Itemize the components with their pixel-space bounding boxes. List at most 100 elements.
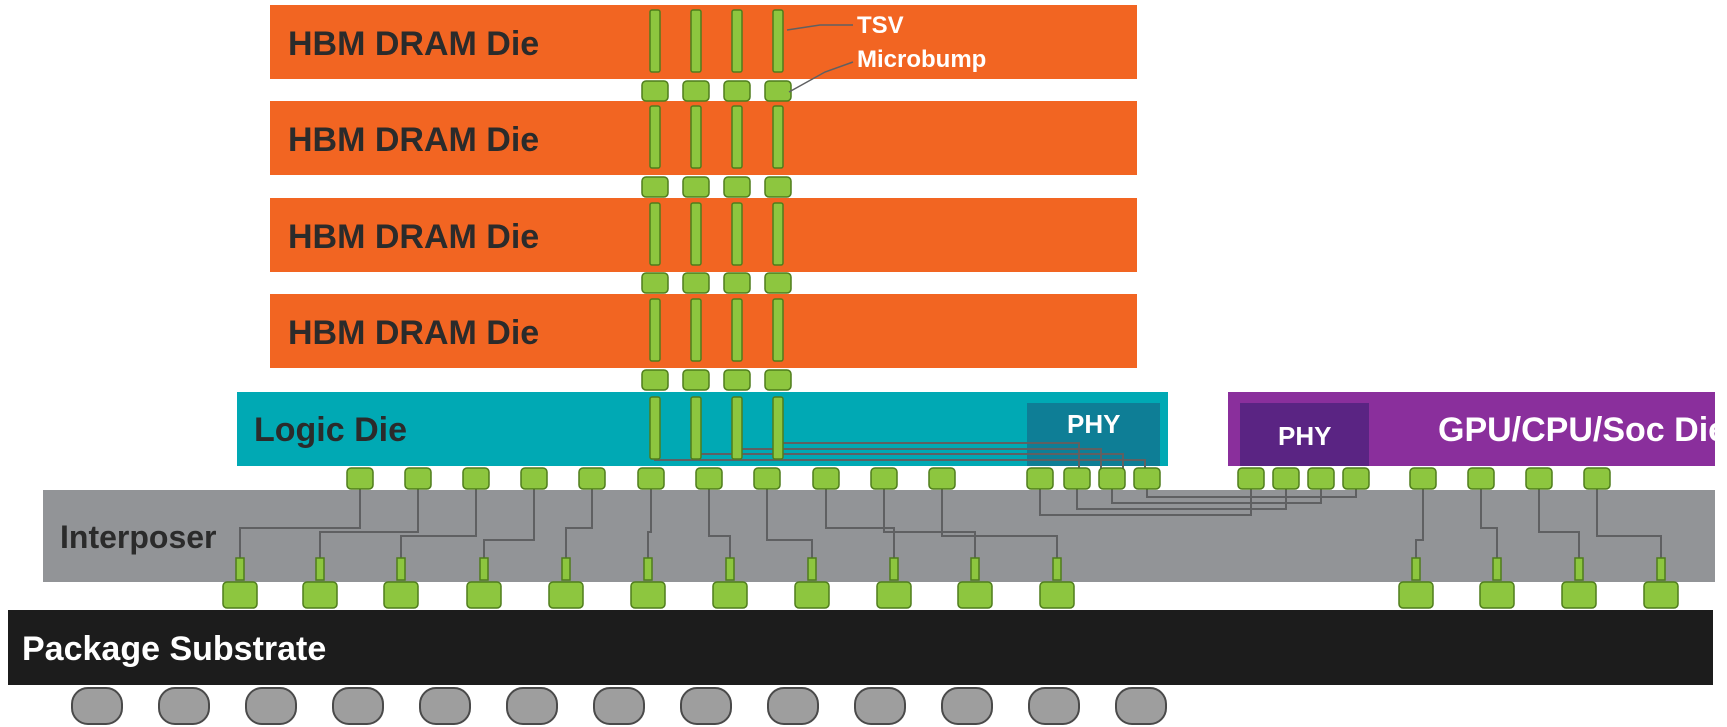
c4-bump: [712, 581, 748, 609]
solder-ball: [419, 687, 471, 725]
microbump: [637, 467, 665, 490]
tsv: [690, 105, 702, 169]
tsv: [649, 9, 661, 73]
solder-ball: [941, 687, 993, 725]
hbm-die-label: HBM DRAM Die: [288, 25, 539, 63]
interposer-trace: [1480, 489, 1498, 558]
solder-ball: [506, 687, 558, 725]
hbm-die: [270, 5, 1137, 79]
interposer-via: [479, 557, 489, 581]
microbump: [1307, 467, 1335, 490]
tsv: [690, 202, 702, 266]
tsv: [649, 396, 661, 460]
microbump: [578, 467, 606, 490]
c4-bump: [1479, 581, 1515, 609]
interposer-trace: [708, 489, 731, 558]
microbump: [812, 467, 840, 490]
tsv: [772, 202, 784, 266]
microbump-leader-line: [788, 61, 854, 93]
microbump: [1098, 467, 1126, 490]
microbump: [723, 176, 751, 198]
c4-bump: [383, 581, 419, 609]
tsv: [731, 396, 743, 460]
microbump: [764, 176, 792, 198]
bump-layer: [222, 80, 1679, 609]
phy-link-trace: [1076, 489, 1287, 510]
interposer-via: [1411, 557, 1421, 581]
interposer-via: [1492, 557, 1502, 581]
tsv: [772, 105, 784, 169]
interposer-via: [970, 557, 980, 581]
microbump: [462, 467, 490, 490]
microbump: [1133, 467, 1161, 490]
tsv: [690, 298, 702, 362]
microbump: [1342, 467, 1370, 490]
microbump: [346, 467, 374, 490]
soc-die-label: GPU/CPU/Soc Die: [1438, 411, 1727, 449]
microbump-callout-label: Microbump: [857, 46, 986, 73]
interposer-via: [315, 557, 325, 581]
logic-phy-label: PHY: [1067, 409, 1120, 439]
hbm-die-label: HBM DRAM Die: [288, 121, 539, 159]
solder-ball: [71, 687, 123, 725]
interposer-via: [396, 557, 406, 581]
tsv-columns: [235, 9, 1666, 581]
solder-ball: [158, 687, 210, 725]
interposer-trace: [1596, 489, 1662, 558]
interposer-via: [725, 557, 735, 581]
interposer-trace: [647, 489, 652, 558]
tsv: [731, 298, 743, 362]
solder-ball: [767, 687, 819, 725]
interposer-via: [807, 557, 817, 581]
hbm-die-stack: [270, 5, 1137, 368]
microbump: [928, 467, 956, 490]
microbump: [1237, 467, 1265, 490]
c4-bump: [876, 581, 912, 609]
microbump: [682, 272, 710, 294]
c4-bump: [1039, 581, 1075, 609]
microbump: [641, 176, 669, 198]
c4-bump: [222, 581, 258, 609]
tsv: [690, 396, 702, 460]
interposer-via: [1574, 557, 1584, 581]
microbump: [695, 467, 723, 490]
tsv: [772, 9, 784, 73]
microbump: [641, 369, 669, 391]
logic-die-label: Logic Die: [254, 411, 407, 449]
microbump: [1583, 467, 1611, 490]
hbm-die-label: HBM DRAM Die: [288, 314, 539, 352]
c4-bump: [1561, 581, 1597, 609]
interposer-trace: [239, 489, 361, 558]
interposer-via: [889, 557, 899, 581]
soc-phy-label: PHY: [1278, 421, 1331, 451]
interposer-trace: [483, 489, 535, 558]
solder-ball: [854, 687, 906, 725]
interposer-via: [1656, 557, 1666, 581]
microbump: [682, 176, 710, 198]
solder-ball: [1028, 687, 1080, 725]
interposer-via: [561, 557, 571, 581]
microbump: [682, 369, 710, 391]
microbump: [764, 80, 792, 102]
soc-phy-block: [1240, 403, 1369, 466]
logic-phy-block: [1027, 403, 1160, 466]
microbump: [764, 369, 792, 391]
microbump: [1026, 467, 1054, 490]
tsv-callout-label: TSV: [857, 12, 904, 39]
microbump: [723, 80, 751, 102]
microbump: [1272, 467, 1300, 490]
interposer-trace: [766, 489, 813, 558]
interposer-via: [1052, 557, 1062, 581]
interposer-trace: [1538, 489, 1580, 558]
hbm-die-label: HBM DRAM Die: [288, 218, 539, 256]
microbump: [1525, 467, 1553, 490]
tsv: [772, 298, 784, 362]
interposer-via: [235, 557, 245, 581]
interposer-via: [643, 557, 653, 581]
microbump: [753, 467, 781, 490]
interposer-trace: [565, 489, 593, 558]
solder-ball-row: [71, 687, 1167, 725]
interposer-trace: [883, 489, 976, 558]
